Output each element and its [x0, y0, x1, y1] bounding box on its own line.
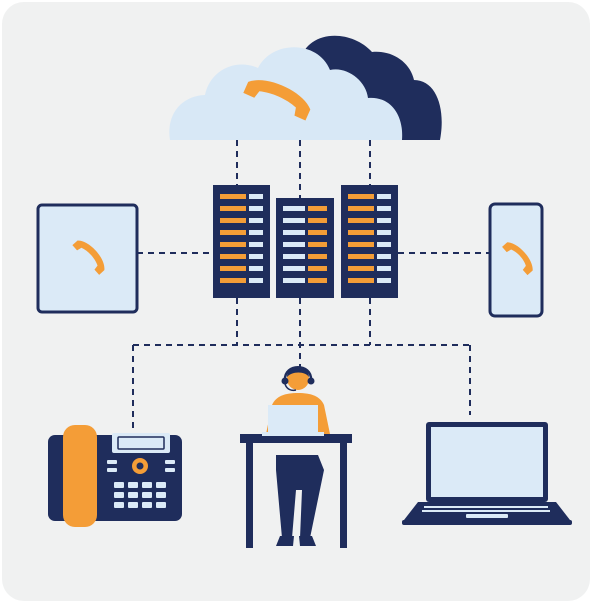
tablet-icon [36, 203, 139, 314]
server-rack-left [213, 185, 270, 298]
cloud-icon [169, 35, 442, 140]
cloud-phone-icon [243, 80, 311, 121]
smartphone-icon [488, 202, 544, 318]
connector-lines [132, 140, 490, 430]
call-center-agent-icon [240, 366, 352, 548]
desk-phone-icon [48, 425, 182, 527]
smartphone-phone-icon [502, 242, 533, 276]
laptop-icon [402, 422, 572, 525]
tablet-phone-icon [72, 240, 105, 275]
server-rack-right [341, 185, 398, 298]
server-rack-center [276, 198, 334, 298]
